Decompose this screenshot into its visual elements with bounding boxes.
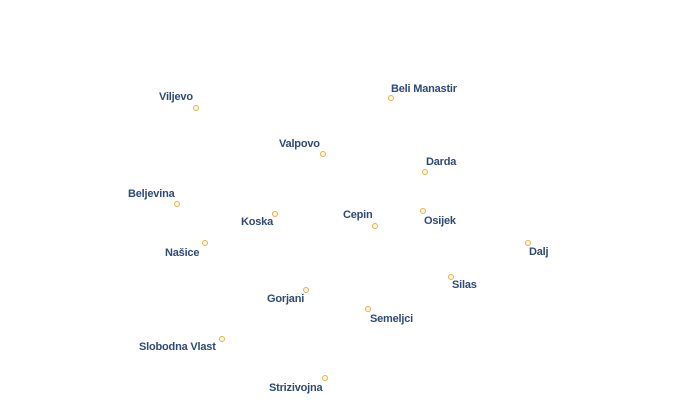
circle-marker-icon[interactable] [525, 240, 531, 246]
circle-marker-icon[interactable] [193, 105, 199, 111]
place-label-cepin: Cepin [343, 209, 373, 221]
circle-marker-icon[interactable] [174, 201, 180, 207]
place-label-beljevina: Beljevina [128, 188, 175, 200]
place-label-nasice: Našice [165, 247, 200, 259]
circle-marker-icon[interactable] [372, 223, 378, 229]
circle-marker-icon[interactable] [202, 240, 208, 246]
place-label-gorjani: Gorjani [267, 293, 305, 305]
place-label-strizivojna: Strizivojna [269, 382, 323, 394]
place-label-darda: Darda [426, 156, 457, 168]
circle-marker-icon[interactable] [422, 169, 428, 175]
circle-marker-icon[interactable] [388, 95, 394, 101]
circle-marker-icon[interactable] [320, 151, 326, 157]
place-label-slobodna-vlast: Slobodna Vlast [139, 341, 216, 353]
circle-marker-icon[interactable] [219, 336, 225, 342]
circle-marker-icon[interactable] [420, 208, 426, 214]
place-label-semeljci: Semeljci [370, 313, 414, 325]
place-label-dalj: Dalj [529, 246, 549, 258]
circle-marker-icon[interactable] [303, 287, 309, 293]
place-label-viljevo: Viljevo [159, 91, 193, 103]
place-label-valpovo: Valpovo [279, 138, 320, 150]
place-label-silas: Silas [452, 279, 477, 291]
circle-marker-icon[interactable] [322, 375, 328, 381]
circle-marker-icon[interactable] [365, 306, 371, 312]
circle-marker-icon[interactable] [272, 211, 278, 217]
place-label-koska: Koska [241, 216, 274, 228]
place-label-osijek: Osijek [424, 215, 456, 227]
circle-marker-icon[interactable] [448, 274, 454, 280]
place-label-beli-manastir: Beli Manastir [391, 83, 457, 95]
